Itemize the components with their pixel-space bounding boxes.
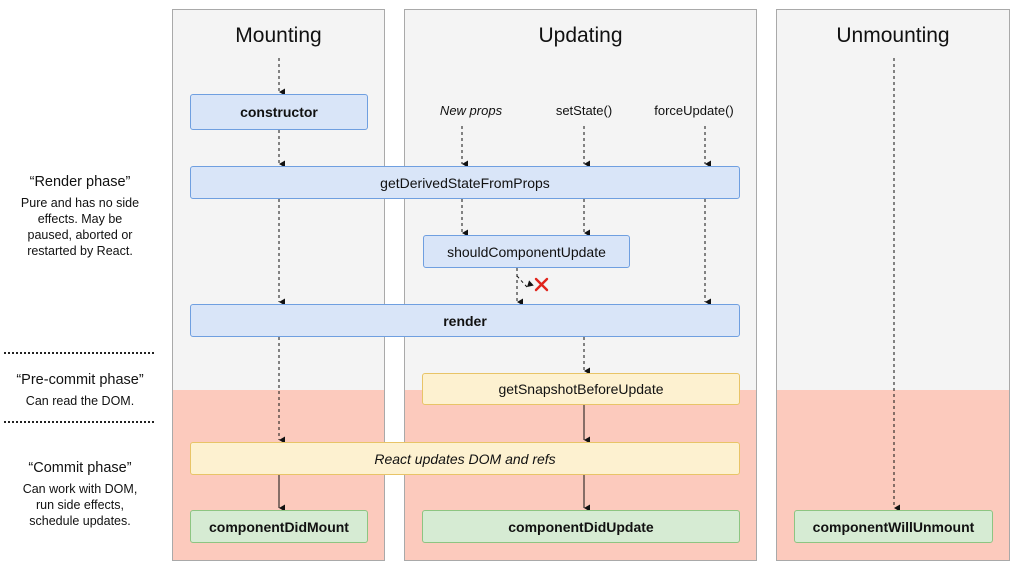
unmounting-column: Unmounting [776, 9, 1010, 561]
precommit-phase-description: Can read the DOM. [0, 393, 160, 409]
precommit-phase-line-1: Can read the DOM. [25, 394, 135, 408]
component-will-unmount-box: componentWillUnmount [794, 510, 993, 543]
render-phase-title: “Render phase” [29, 174, 131, 190]
render-phase-description: Pure and has no side effects. May be pau… [0, 195, 160, 259]
trigger-set-state: setState() [555, 103, 613, 118]
constructor-box: constructor [190, 94, 368, 130]
cancel-icon [534, 277, 549, 292]
render-phase-line-3: paused, aborted or [27, 228, 133, 242]
commit-phase-line-2: run side effects, [35, 498, 124, 512]
trigger-new-props: New props [439, 103, 503, 118]
render-phase-line-4: restarted by React. [27, 244, 133, 258]
react-updates-dom-box: React updates DOM and refs [190, 442, 740, 475]
get-snapshot-before-update-box: getSnapshotBeforeUpdate [422, 373, 740, 405]
get-derived-state-from-props-box: getDerivedStateFromProps [190, 166, 740, 199]
mounting-title: Mounting [235, 24, 322, 47]
precommit-phase-title: “Pre-commit phase” [16, 372, 144, 388]
updating-title: Updating [538, 24, 623, 47]
commit-phase-line-3: schedule updates. [29, 514, 131, 528]
unmounting-title: Unmounting [836, 24, 950, 47]
commit-phase-line-1: Can work with DOM, [22, 482, 138, 496]
phase-separator-render-precommit [4, 352, 154, 354]
commit-phase-description: Can work with DOM, run side effects, sch… [0, 481, 160, 529]
trigger-force-update: forceUpdate() [654, 103, 734, 118]
render-phase-line-1: Pure and has no side [20, 196, 140, 210]
phase-separator-precommit-commit [4, 421, 154, 423]
commit-phase-title: “Commit phase” [28, 460, 132, 476]
component-did-mount-box: componentDidMount [190, 510, 368, 543]
render-phase-line-2: effects. May be [37, 212, 123, 226]
should-component-update-box: shouldComponentUpdate [423, 235, 630, 268]
render-box: render [190, 304, 740, 337]
arrow-scu-cancel [516, 275, 534, 288]
component-did-update-box: componentDidUpdate [422, 510, 740, 543]
